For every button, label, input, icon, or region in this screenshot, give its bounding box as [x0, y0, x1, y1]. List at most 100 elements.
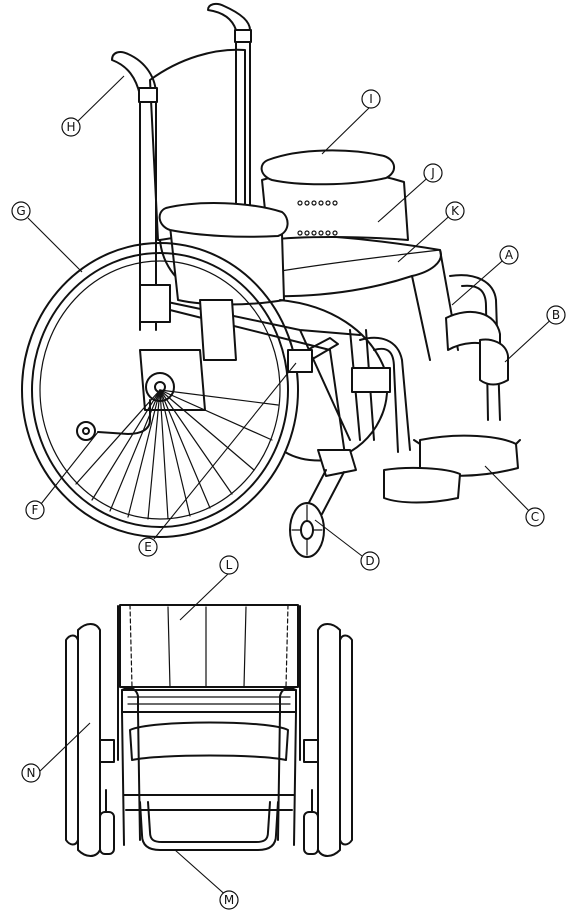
- camber-bracket: [199, 299, 237, 361]
- callout-c-label: C: [531, 510, 539, 524]
- callout-f-label: F: [32, 503, 39, 517]
- hanger-far-clamp: [479, 338, 509, 386]
- anti-tipper-wheel-hub: [82, 427, 90, 435]
- hanger-near-latch: [351, 367, 391, 393]
- backrest-hinge: [139, 284, 171, 323]
- callout-h-label: H: [66, 120, 75, 134]
- leader-line-i: [321, 105, 372, 155]
- left-axle-hub: [99, 739, 115, 763]
- front-seat-frame: [121, 689, 297, 713]
- right-axle-hub: [303, 739, 319, 763]
- right-caster-front-view: [303, 811, 319, 855]
- caster-forks-front-view: [105, 789, 313, 813]
- leader-line-h: [77, 75, 125, 122]
- left-handle-collar: [138, 87, 158, 103]
- front-frame-uprights: [121, 711, 297, 846]
- axle-hub: [145, 372, 175, 402]
- callout-n-label: N: [27, 766, 36, 780]
- caster-wheel-spokes: [291, 504, 323, 556]
- callout-l-circle: [219, 555, 239, 575]
- callout-m-label: M: [224, 893, 234, 907]
- right-push-handle-grip: [207, 2, 251, 31]
- callout-b-label: B: [552, 308, 560, 322]
- callout-g-circle: [11, 201, 31, 221]
- callout-m-circle: [219, 890, 239, 910]
- front-inner-hanger: [129, 721, 289, 761]
- callout-f: F: [25, 500, 45, 520]
- callout-g: G: [11, 201, 31, 221]
- side-frame: [157, 299, 361, 456]
- callout-h: H: [61, 117, 81, 137]
- left-handrim-front-view: [65, 634, 79, 846]
- leader-line-g: [27, 217, 83, 273]
- right-handrim-front-view: [339, 634, 353, 846]
- leader-line-b: [504, 314, 557, 363]
- callout-n-circle: [21, 763, 41, 783]
- callout-e: E: [138, 537, 158, 557]
- callout-c: C: [525, 507, 545, 527]
- rear-wheel-spokes: [75, 389, 279, 520]
- leader-line-c: [484, 465, 536, 518]
- callout-d-label: D: [365, 554, 374, 568]
- far-rear-wheel: [279, 299, 389, 462]
- callout-h-circle: [61, 117, 81, 137]
- footrest-loop: [139, 801, 279, 851]
- callout-f-circle: [25, 500, 45, 520]
- left-push-handle-grip: [111, 51, 157, 96]
- callout-b: B: [546, 305, 566, 325]
- left-caster-front-view: [99, 811, 115, 855]
- leader-line-n: [37, 722, 91, 774]
- callout-a-label: A: [505, 248, 514, 262]
- callout-l: L: [219, 555, 239, 575]
- callout-d: D: [360, 551, 380, 571]
- callout-i-label: I: [369, 92, 373, 106]
- leader-line-e: [153, 362, 297, 540]
- rear-wheel-tire-outer: [21, 242, 299, 538]
- front-seat-lines: [127, 696, 291, 705]
- callout-g-label: G: [16, 204, 25, 218]
- rear-wheel-rim: [39, 260, 281, 520]
- leader-line-k: [397, 210, 456, 263]
- front-seat-rails: [121, 687, 297, 713]
- leader-line-l: [179, 572, 230, 621]
- caster-wheel: [289, 502, 325, 558]
- leader-lines: [27, 75, 557, 899]
- callout-b-circle: [546, 305, 566, 325]
- front-backrest: [119, 604, 299, 688]
- callout-e-label: E: [144, 540, 152, 554]
- footplate-far-heel: [413, 439, 521, 445]
- callout-i: I: [361, 89, 381, 109]
- side-guard-holes: [297, 200, 338, 236]
- callout-c-circle: [525, 507, 545, 527]
- wheel-lock-body: [287, 349, 313, 373]
- rear-wheel-tire-inner: [31, 252, 289, 528]
- backrest-seams: [129, 604, 289, 688]
- front-frame-crossbar: [123, 794, 295, 811]
- callout-k-circle: [445, 201, 465, 221]
- near-armrest-pad: [158, 202, 289, 238]
- anti-tipper-tube: [97, 399, 151, 435]
- callout-e-circle: [138, 537, 158, 557]
- callout-d-circle: [360, 551, 380, 571]
- callout-i-circle: [361, 89, 381, 109]
- leader-line-d: [314, 519, 363, 557]
- leader-line-a: [451, 254, 510, 306]
- footrest-loop-inner: [147, 801, 271, 843]
- wheelchair-perspective-view: [21, 2, 521, 558]
- callout-j-label: J: [430, 166, 435, 180]
- hanger-far: [449, 274, 501, 421]
- callout-l-label: L: [226, 558, 233, 572]
- right-rear-wheel-front-view: [317, 623, 341, 857]
- callout-j-circle: [423, 163, 443, 183]
- footplate-near: [383, 466, 461, 504]
- leader-line-j: [377, 172, 434, 223]
- callout-a-circle: [499, 245, 519, 265]
- callout-k: K: [445, 201, 465, 221]
- callout-j: J: [423, 163, 443, 183]
- callout-a: A: [499, 245, 519, 265]
- callout-m: M: [219, 890, 239, 910]
- wheelchair-front-view: [65, 604, 353, 857]
- left-rear-wheel-front-view: [77, 623, 101, 857]
- leader-line-f: [40, 431, 99, 505]
